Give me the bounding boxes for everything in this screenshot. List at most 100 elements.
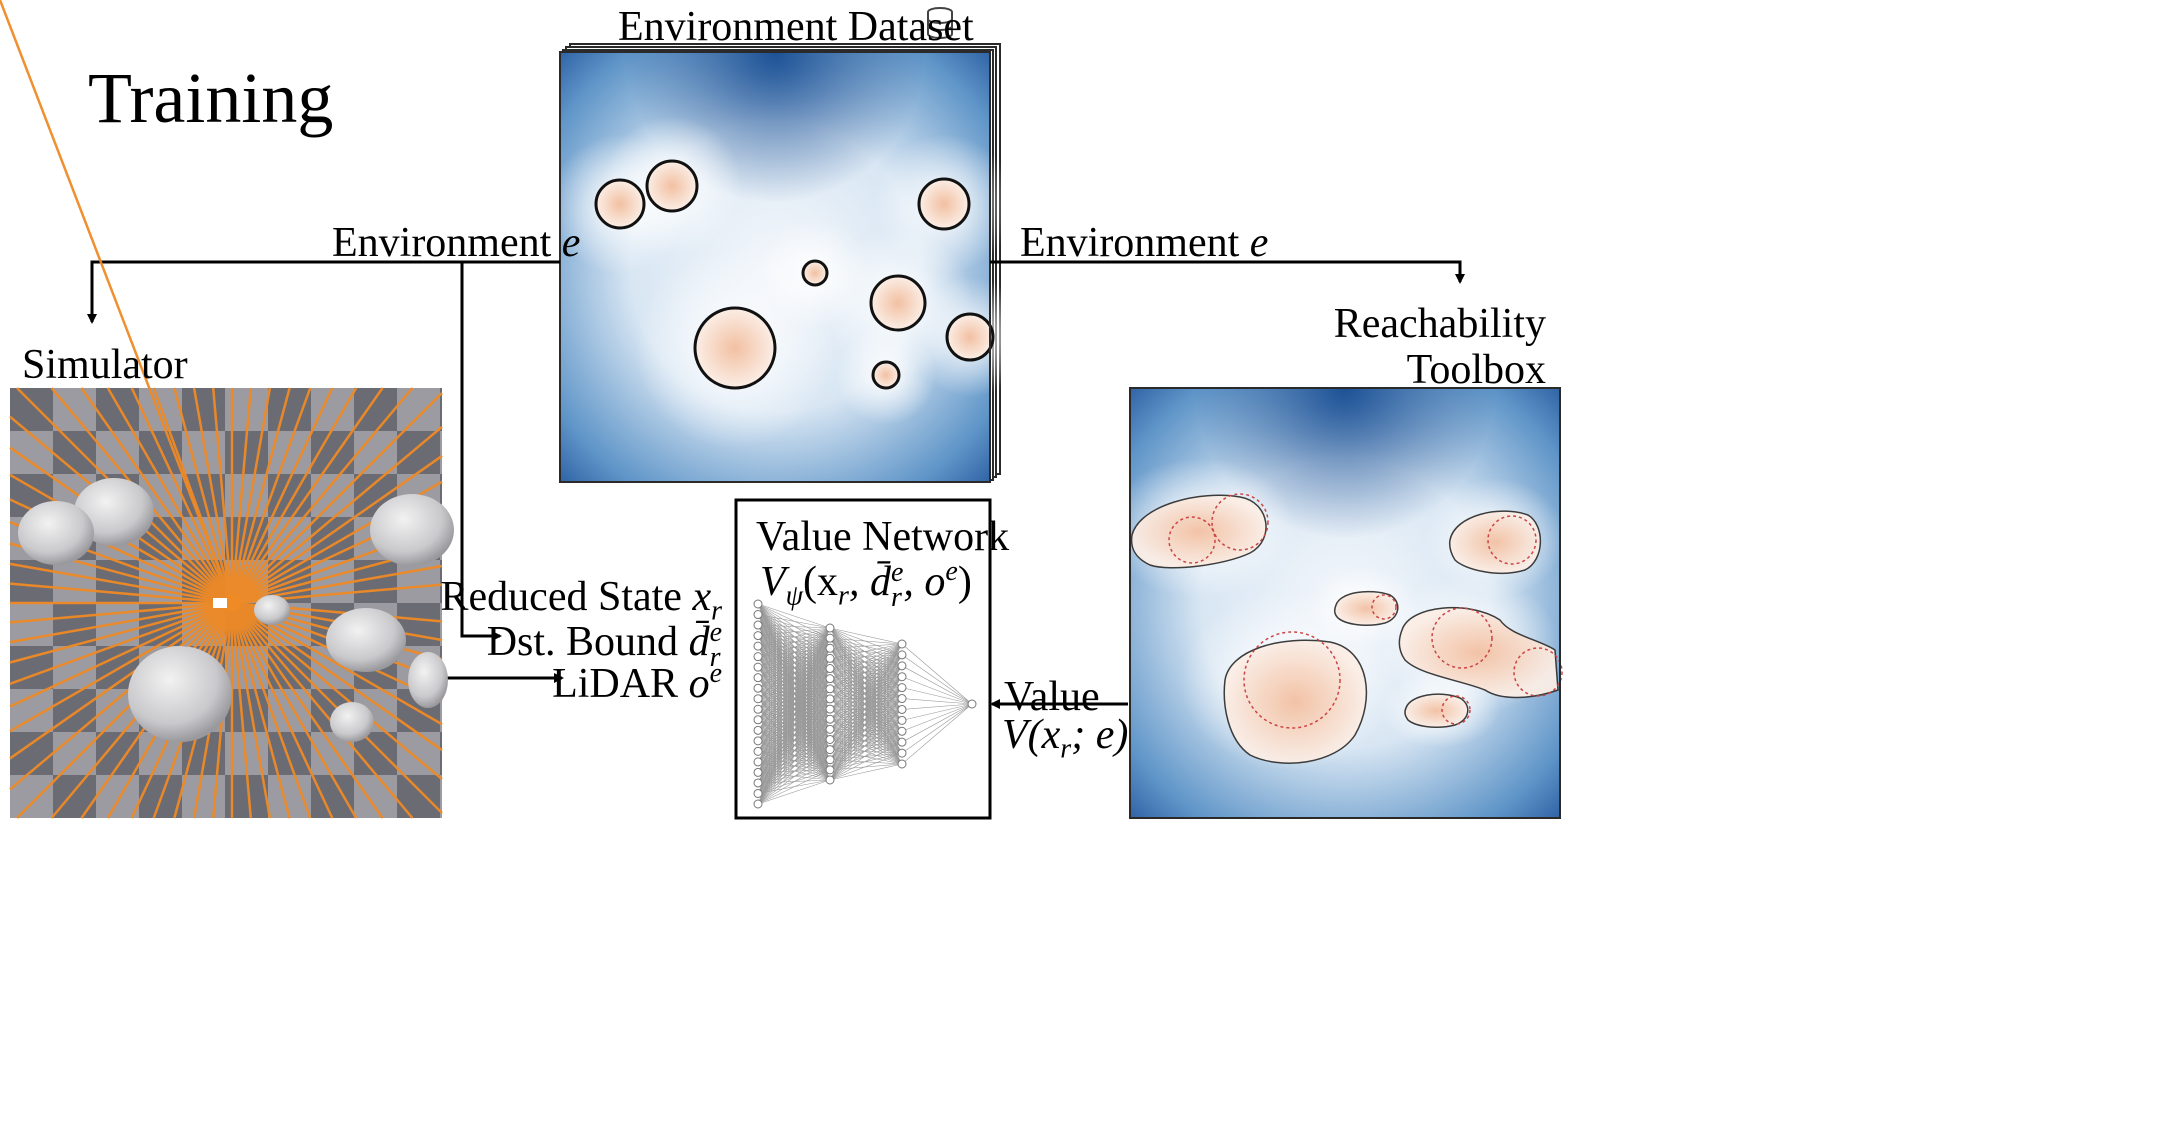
- lidar-ray: [9, 602, 233, 791]
- lidar-ray: [9, 601, 233, 760]
- nn-edge: [757, 614, 831, 629]
- nn-edge: [757, 624, 831, 629]
- nn-edge: [757, 759, 831, 805]
- nn-edge: [829, 718, 903, 743]
- nn-edge: [757, 638, 831, 805]
- nn-edge: [829, 763, 903, 771]
- nn-edge: [757, 627, 831, 742]
- environment-dataset-label: Environment Dataset: [618, 4, 974, 50]
- nn-node: [753, 673, 763, 683]
- neural-network-graph: [753, 599, 977, 809]
- lidar-ray: [9, 562, 233, 605]
- lidar-ray: [9, 601, 233, 644]
- nn-edge: [829, 678, 903, 732]
- nn-edge: [901, 703, 973, 721]
- nn-node: [897, 704, 907, 714]
- nn-node: [825, 734, 835, 744]
- nn-edge: [901, 703, 973, 710]
- lidar-ray: [106, 387, 234, 604]
- nn-edge: [757, 627, 831, 763]
- nn-edge: [829, 698, 903, 765]
- nn-edge: [829, 676, 903, 700]
- nn-edge: [829, 643, 903, 700]
- nn-node: [753, 662, 763, 672]
- reachability-line1: Reachability: [1333, 301, 1546, 347]
- database-icon: [927, 7, 953, 39]
- nn-node: [825, 653, 835, 663]
- nn-edge: [829, 698, 903, 730]
- nn-edge: [829, 698, 903, 781]
- nn-edge: [757, 719, 831, 805]
- nn-edge: [829, 665, 903, 679]
- nn-edge: [829, 709, 903, 720]
- nn-node: [753, 746, 763, 756]
- nn-edge: [829, 654, 903, 669]
- nn-edge: [901, 654, 973, 705]
- nn-edge: [829, 676, 903, 690]
- lidar-ray: [9, 601, 233, 685]
- nn-edge: [829, 665, 903, 781]
- nn-edge: [829, 665, 903, 700]
- nn-edge: [829, 654, 903, 690]
- nn-node: [753, 757, 763, 767]
- lidar-ray: [230, 602, 253, 819]
- environment-dataset-stack: [550, 43, 1030, 483]
- lidar-ray: [231, 392, 443, 604]
- lidar-ray: [192, 387, 234, 604]
- robot-marker: [213, 594, 241, 612]
- nn-edge: [829, 687, 903, 710]
- lidar-ray: [230, 602, 291, 819]
- nn-node: [825, 664, 835, 674]
- nn-edge: [757, 627, 831, 784]
- nn-edge: [829, 647, 903, 656]
- simulator-cylinders: [18, 478, 454, 742]
- nn-edge: [829, 729, 903, 765]
- reduced-state-label: Reduced State xr: [440, 574, 722, 627]
- nn-node: [897, 683, 907, 693]
- nn-edge: [829, 739, 903, 765]
- nn-edge: [829, 643, 903, 781]
- nn-node: [897, 661, 907, 671]
- nn-node: [753, 736, 763, 746]
- nn-edge: [829, 637, 903, 645]
- reachability-line2: Toolbox: [1406, 347, 1546, 393]
- nn-edge: [757, 698, 831, 805]
- nn-node: [897, 748, 907, 758]
- value-label: Value: [1004, 674, 1100, 720]
- nn-node: [753, 799, 763, 809]
- nn-edge: [829, 654, 903, 781]
- value-network-title: Value Network: [756, 514, 1010, 560]
- lidar-ray: [211, 387, 234, 604]
- nn-node: [753, 694, 763, 704]
- nn-node: [897, 737, 907, 747]
- nn-edge: [829, 654, 903, 659]
- nn-node: [753, 725, 763, 735]
- nn-node: [753, 641, 763, 651]
- nn-node: [753, 599, 763, 609]
- nn-edge: [757, 739, 831, 805]
- nn-edge: [757, 627, 831, 689]
- nn-edge: [757, 678, 831, 805]
- lidar-ray: [152, 387, 234, 604]
- nn-edge: [829, 720, 903, 730]
- nn-edge: [829, 741, 903, 771]
- nn-edge: [901, 703, 973, 732]
- nn-edge: [829, 687, 903, 690]
- nn-edge: [901, 643, 973, 705]
- nn-edge: [757, 627, 831, 699]
- nn-edge: [829, 643, 903, 679]
- nn-edge: [757, 708, 831, 805]
- nn-edge: [829, 627, 903, 645]
- nn-edge: [829, 730, 903, 761]
- nn-edge: [829, 676, 903, 679]
- nn-edge: [829, 676, 903, 710]
- lidar-ray: [231, 602, 414, 819]
- nn-edge: [829, 668, 903, 743]
- nn-edge: [829, 676, 903, 781]
- nn-edge: [901, 703, 973, 765]
- nn-edge: [829, 627, 903, 656]
- nn-edge: [829, 688, 903, 743]
